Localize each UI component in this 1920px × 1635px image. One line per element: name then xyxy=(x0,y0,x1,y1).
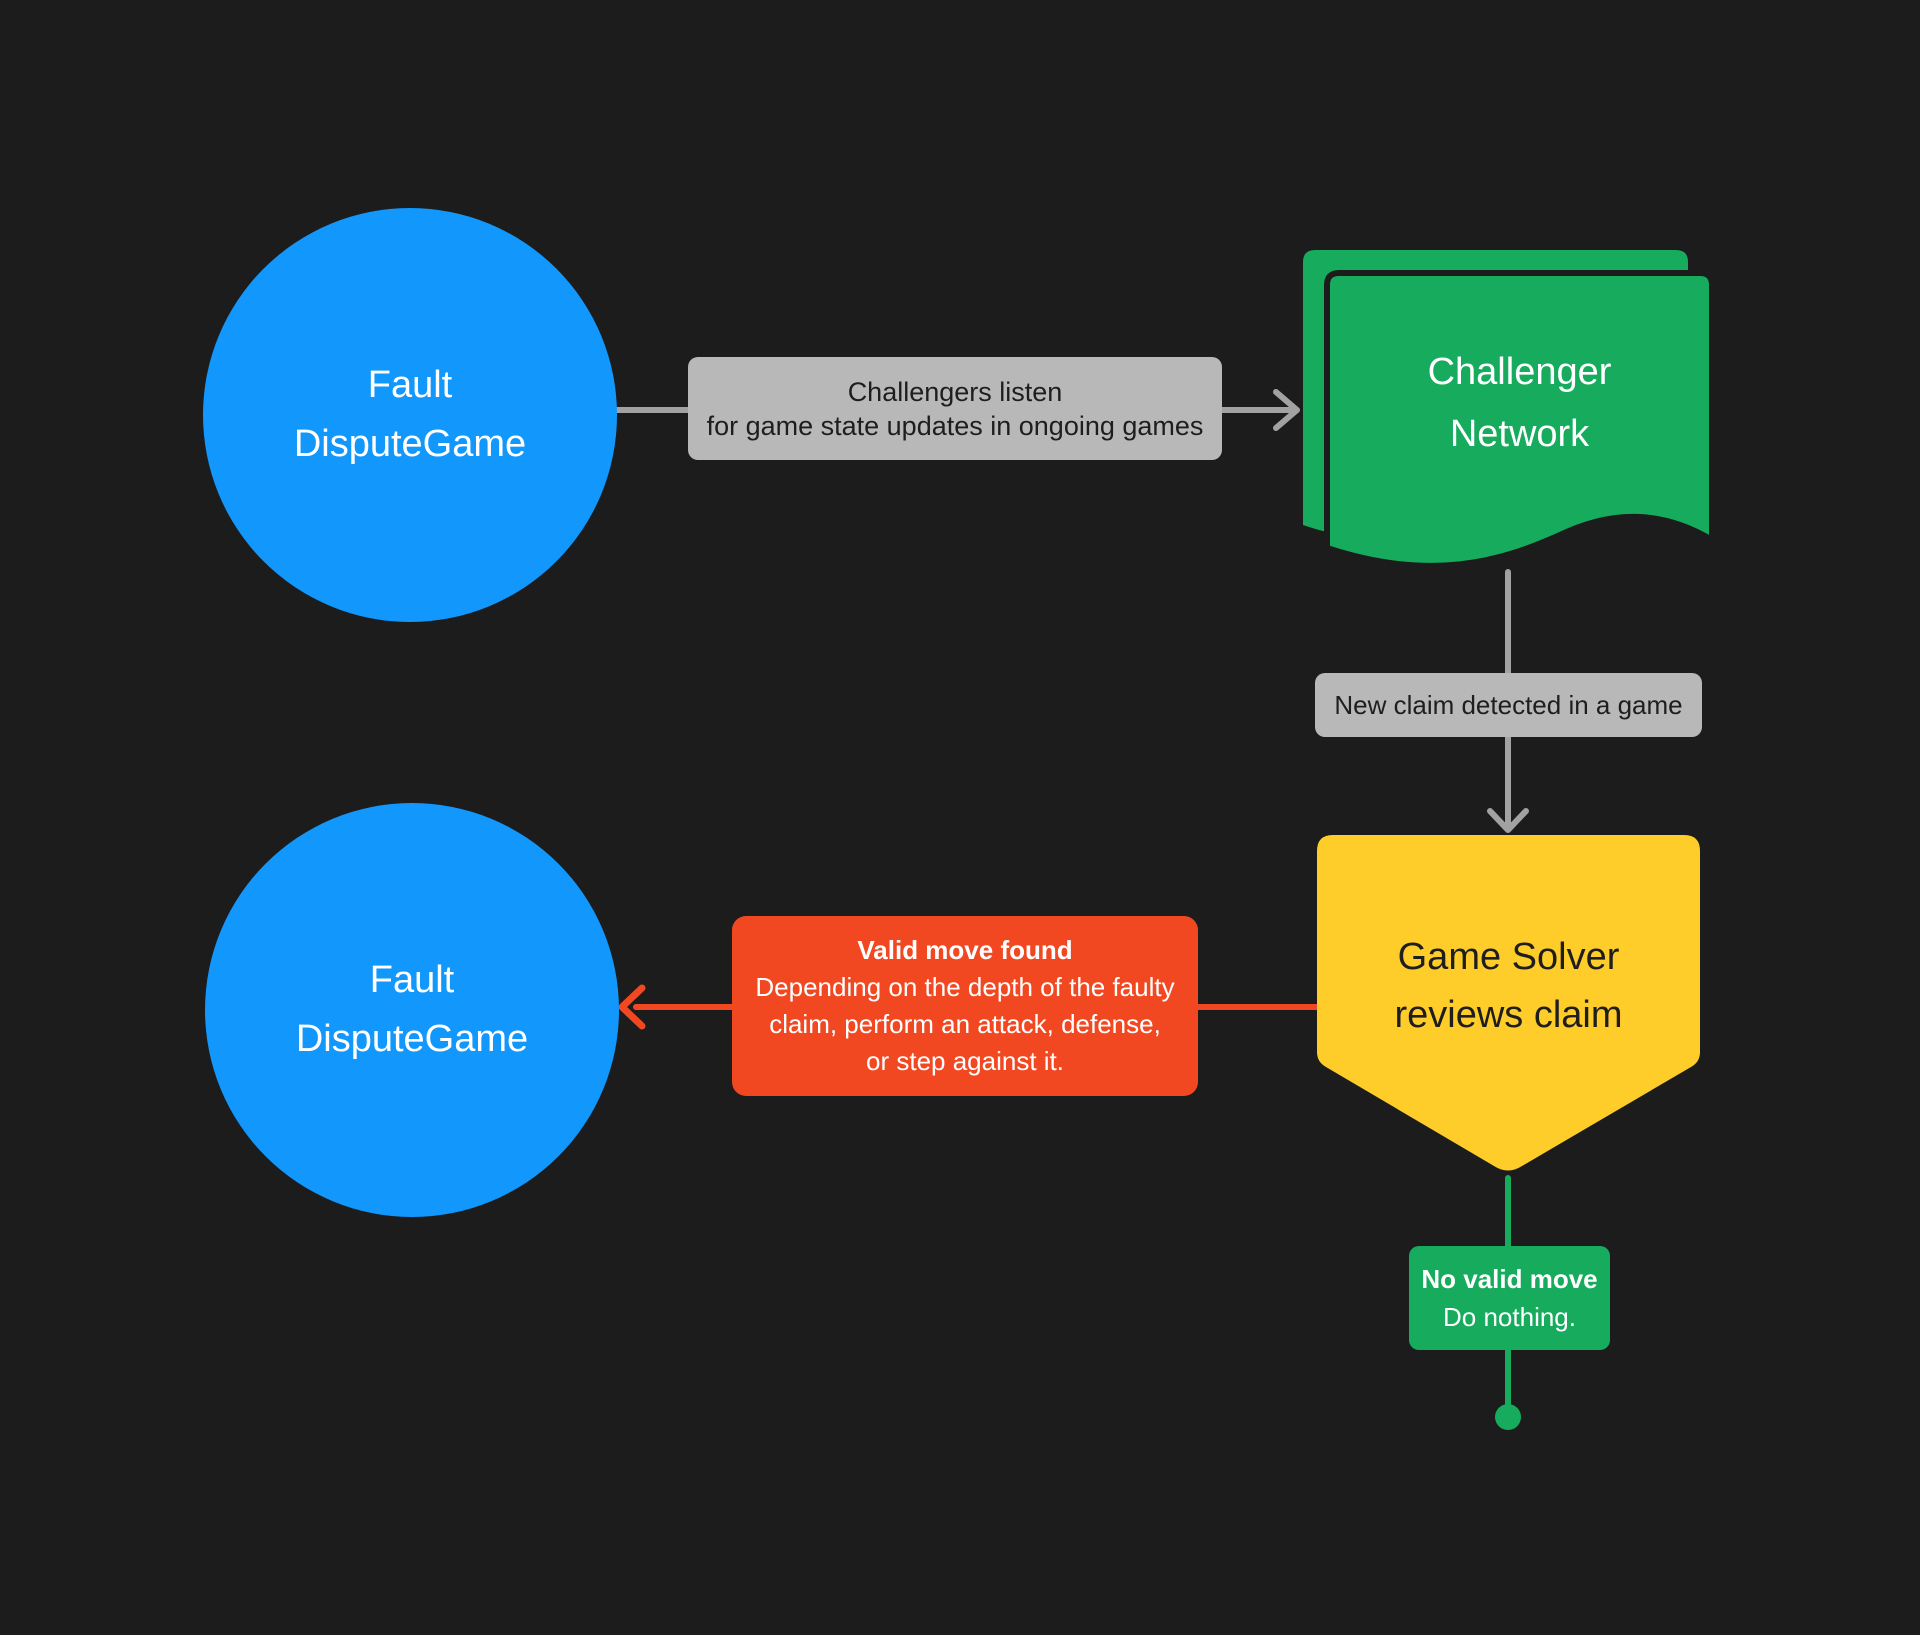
listen-arrowhead-icon xyxy=(1273,389,1300,431)
edge-label-line: for game state updates in ongoing games xyxy=(706,410,1204,441)
edge-label-no-valid-move: No valid move Do nothing. xyxy=(1409,1246,1610,1350)
node-label-line: DisputeGame xyxy=(293,423,527,465)
node-label-line: Fault xyxy=(369,959,455,1001)
no-valid-move-title: No valid move xyxy=(1421,1264,1598,1294)
node-fault-dispute-game-bottom: Fault DisputeGame xyxy=(205,803,619,1217)
valid-move-body-line: or step against it. xyxy=(866,1046,1064,1076)
edge-label-new-claim: New claim detected in a game xyxy=(1315,673,1702,737)
node-label-line: Fault xyxy=(367,364,453,406)
edge-label-valid-move: Valid move found Depending on the depth … xyxy=(732,916,1198,1096)
valid-move-arrowhead-icon xyxy=(618,984,646,1030)
node-fault-dispute-game-top: Fault DisputeGame xyxy=(203,208,617,622)
challenger-network-doc-front xyxy=(1324,270,1715,569)
valid-move-title: Valid move found xyxy=(857,935,1073,965)
edge-label-challengers-listen: Challengers listen for game state update… xyxy=(688,357,1222,460)
valid-move-body-line: claim, perform an attack, defense, xyxy=(769,1009,1161,1039)
valid-move-body-line: Depending on the depth of the faulty xyxy=(755,972,1175,1002)
new-claim-arrowhead-icon xyxy=(1487,808,1529,833)
no-valid-move-endpoint-dot xyxy=(1495,1404,1521,1430)
edge-label-line: New claim detected in a game xyxy=(1334,690,1683,720)
edge-label-line: Challengers listen xyxy=(847,376,1063,407)
node-label-line: DisputeGame xyxy=(295,1018,529,1060)
no-valid-move-body: Do nothing. xyxy=(1443,1302,1576,1332)
game-solver-shape xyxy=(1317,835,1700,1171)
